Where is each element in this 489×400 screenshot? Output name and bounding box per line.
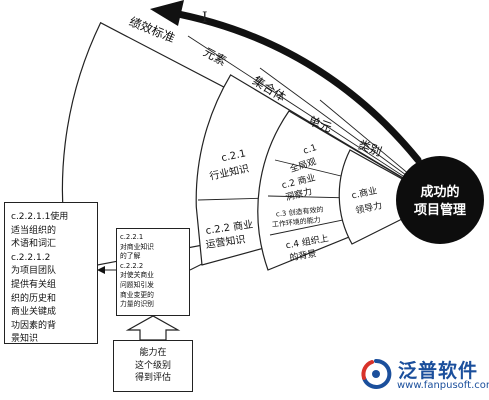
box-left-line-1: c.2.2.1.1使用 <box>11 212 69 222</box>
box-left-line-3: 术语和词汇 <box>11 239 57 250</box>
box-mid-line-7: 商业变更的 <box>120 290 154 299</box>
curved-arrow <box>164 8 422 164</box>
center-circle <box>396 156 484 244</box>
hollow-up-arrow <box>125 315 181 341</box>
fanpu-logo-icon <box>361 358 392 389</box>
box-mid-line-4: c.2.2.2 <box>120 261 144 270</box>
box-mid-line-5: 对使关商业 <box>120 271 154 280</box>
box-left-line-4: c.2.2.1.2 <box>11 252 51 263</box>
connector-ring-to-mid-box <box>189 263 203 271</box>
box-left-line-5: 为项目团队 <box>11 266 57 277</box>
box-mid-line-6: 问题知引发 <box>120 280 154 289</box>
detail-box-middle: c.2.2.1 对商业知识 的了解 c.2.2.2 对使关商业 问题知引发 商业… <box>116 228 190 316</box>
label-elements: 元素 <box>201 45 229 69</box>
logo-url: www.fanpusoft.com <box>397 380 489 391</box>
box-bottom-line-2: 这个级别 <box>134 360 171 371</box>
ring-inner <box>338 149 442 245</box>
curved-arrow-head <box>150 0 184 26</box>
box-left-line-8: 商业关键成 <box>11 307 57 318</box>
label-c1-a: c.1 <box>302 143 318 157</box>
band-divider-1 <box>187 35 441 201</box>
center-label-1: 成功的 <box>420 184 459 200</box>
logo-name: 泛普软件 <box>398 360 479 382</box>
box-left-line-2: 适当组织的 <box>11 225 57 236</box>
box-mid-line-3: 的了解 <box>120 252 141 261</box>
box-bottom-line-1: 能力在 <box>139 348 167 358</box>
box-mid-line-2: 对商业知识 <box>120 242 154 251</box>
box-mid-line-1: c.2.2.1 <box>120 233 144 241</box>
assessment-box: 能力在 这个级别 得到评估 <box>113 340 193 392</box>
box-left-line-7: 织的历史和 <box>11 293 57 304</box>
label-c21-a: c.2.1 <box>220 148 246 164</box>
box-left-line-6: 提供有关组 <box>11 279 57 290</box>
text-cursor-icon: I <box>202 10 208 26</box>
box-mid-line-8: 力量的识别 <box>120 300 154 309</box>
center-label-2: 项目管理 <box>414 202 466 218</box>
detail-box-left: c.2.2.1.1使用 适当组织的 术语和词汇 c.2.2.1.2 为项目团队 … <box>4 202 98 344</box>
box-left-line-9: 功因素的背 <box>11 320 57 331</box>
box-bottom-line-3: 得到评估 <box>134 373 171 383</box>
box-left-line-10: 景知识 <box>11 334 39 345</box>
